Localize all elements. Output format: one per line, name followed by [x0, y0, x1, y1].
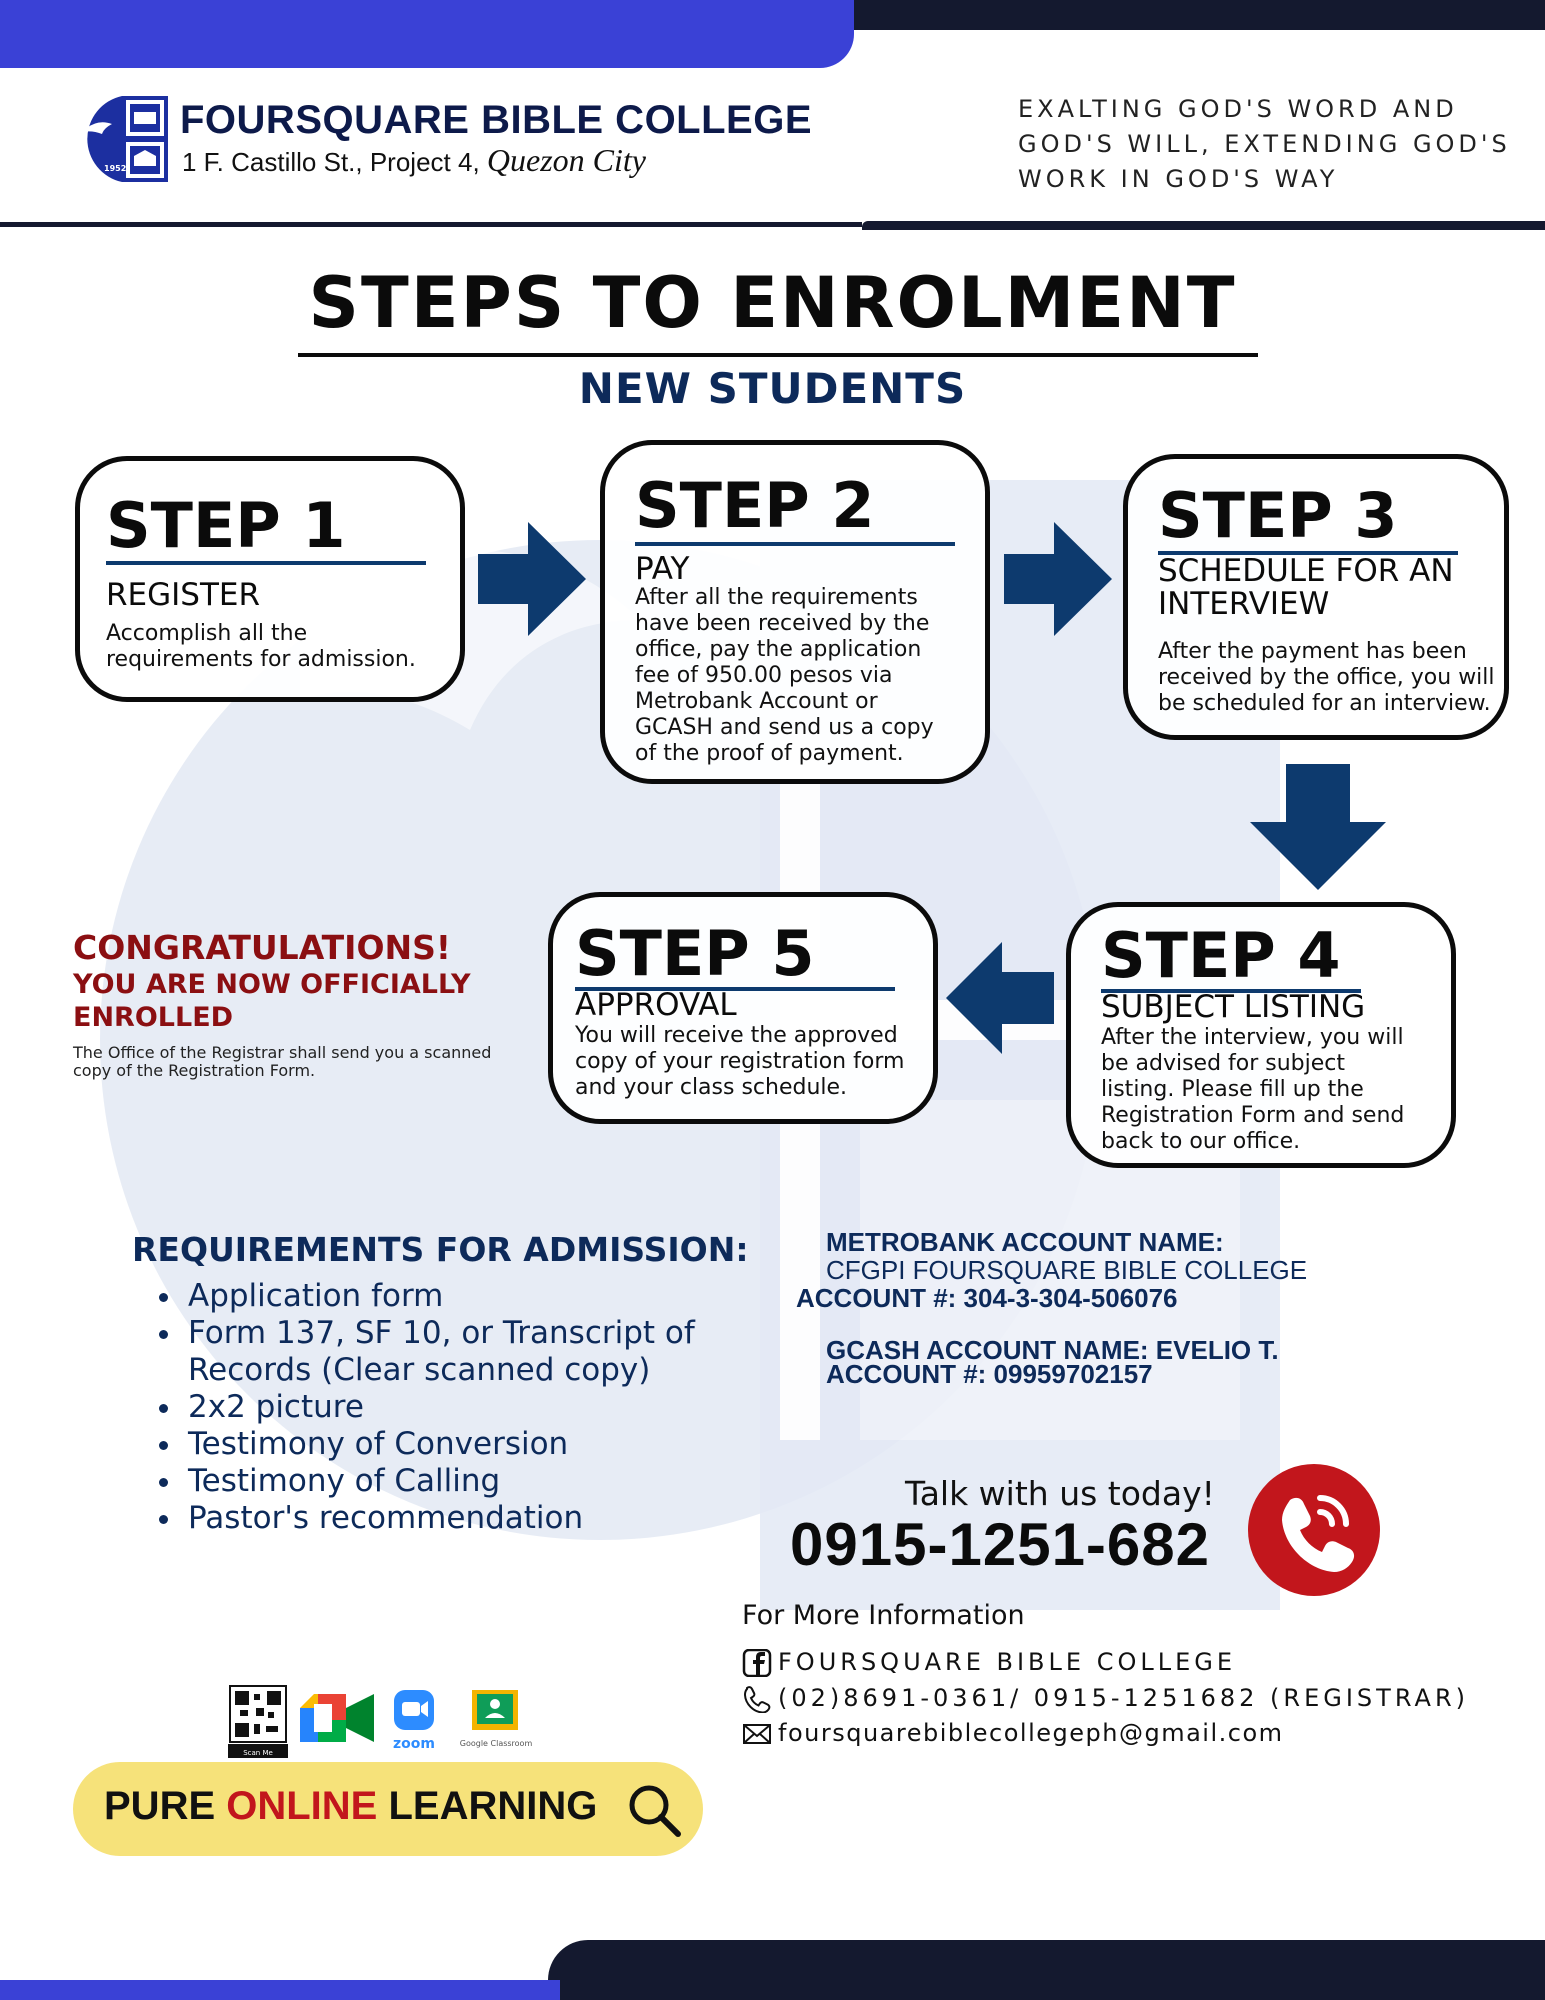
facebook-name: FOURSQUARE BIBLE COLLEGE — [778, 1648, 1237, 1676]
step-4-card: STEP 4 SUBJECT LISTING After the intervi… — [1066, 902, 1456, 1168]
app-icons-row: Scan Me zoom Google Classroom — [228, 1685, 533, 1758]
facebook-icon — [742, 1649, 772, 1677]
metrobank-account: ACCOUNT #: 304-3-304-506076 — [796, 1283, 1178, 1313]
college-logo — [82, 96, 168, 182]
bottom-bar-blue — [0, 1980, 560, 2000]
mail-icon — [743, 1724, 771, 1744]
motto-line: EXALTING GOD'S WORD AND — [1018, 95, 1458, 123]
step-heading: PAY — [635, 551, 690, 587]
congrats-title: CONGRATULATIONS! — [73, 928, 451, 967]
zoom-icon — [394, 1690, 434, 1730]
logo-year: 1952 — [104, 164, 127, 173]
phone-icon — [1282, 1495, 1355, 1572]
step-description: Accomplish all the requirements for admi… — [106, 621, 416, 672]
motto-line: GOD'S WILL, EXTENDING GOD'S — [1018, 130, 1511, 158]
list-item: Form 137, SF 10, or Transcript of Record… — [184, 1315, 744, 1389]
arrow-right-icon — [478, 522, 586, 636]
phone-number[interactable]: 0915-1251-682 — [790, 1511, 1211, 1578]
phone-contact[interactable]: (02)8691-0361/ 0915-1251682 (REGISTRAR) — [742, 1684, 1469, 1713]
congrats-note: The Office of the Registrar shall send y… — [73, 1043, 492, 1080]
banner-word-learning: LEARNING — [377, 1784, 598, 1828]
telephone-icon — [743, 1686, 771, 1713]
step-heading: SCHEDULE FOR AN INTERVIEW — [1158, 553, 1454, 623]
requirements-list: Application form Form 137, SF 10, or Tra… — [150, 1278, 744, 1537]
step-2-card: STEP 2 PAY After all the requirements ha… — [600, 440, 990, 784]
requirements-title: REQUIREMENTS FOR ADMISSION: — [132, 1230, 749, 1269]
arrow-right-icon — [1004, 522, 1112, 636]
congrats-subtitle: YOU ARE NOW OFFICIALLY ENROLLED — [73, 969, 471, 1033]
talk-label: Talk with us today! — [905, 1474, 1215, 1513]
banner-word-online: ONLINE — [226, 1784, 378, 1828]
step-divider — [575, 987, 895, 991]
online-learning-text: PURE ONLINE LEARNING — [104, 1784, 597, 1829]
classroom-label: Google Classroom — [460, 1739, 533, 1748]
bottom-bar-dark — [548, 1940, 1545, 2000]
step-number: STEP 3 — [1158, 479, 1398, 552]
step-number: STEP 4 — [1101, 919, 1341, 992]
step-number: STEP 5 — [575, 917, 815, 990]
step-divider — [1158, 551, 1458, 555]
title-underline — [298, 353, 1258, 357]
header-divider — [0, 222, 862, 227]
arrow-left-icon — [946, 942, 1054, 1054]
metrobank-label: METROBANK ACCOUNT NAME: — [826, 1227, 1224, 1257]
facebook-contact[interactable]: FOURSQUARE BIBLE COLLEGE — [742, 1648, 1236, 1677]
step-divider — [635, 542, 955, 546]
motto: EXALTING GOD'S WORD AND GOD'S WILL, EXTE… — [1018, 92, 1538, 197]
step-divider — [106, 561, 426, 565]
email-address: foursquarebiblecollegeph@gmail.com — [778, 1719, 1284, 1747]
qr-label: Scan Me — [243, 1749, 273, 1757]
college-address: 1 F. Castillo St., Project 4, Quezon Cit… — [182, 142, 646, 179]
step-5-card: STEP 5 APPROVAL You will receive the app… — [548, 892, 938, 1124]
college-name: FOURSQUARE BIBLE COLLEGE — [180, 98, 813, 142]
address-city: Quezon City — [486, 142, 646, 178]
step-1-card: STEP 1 REGISTER Accomplish all the requi… — [75, 456, 465, 702]
page-title: STEPS TO ENROLMENT — [308, 262, 1237, 344]
step-number: STEP 1 — [106, 489, 346, 562]
google-meet-icon — [300, 1694, 374, 1742]
metrobank-name: CFGPI FOURSQUARE BIBLE COLLEGE — [826, 1255, 1308, 1285]
list-item: Application form — [184, 1278, 744, 1315]
address-street: 1 F. Castillo St., Project 4, — [182, 147, 480, 177]
banner-word-pure: PURE — [104, 1784, 227, 1828]
step-heading: APPROVAL — [575, 987, 737, 1023]
list-item: 2x2 picture — [184, 1389, 744, 1426]
phone-numbers: (02)8691-0361/ 0915-1251682 (REGISTRAR) — [778, 1684, 1469, 1712]
step-description: After all the requirements have been rec… — [635, 585, 934, 766]
online-learning-banner — [73, 1762, 703, 1856]
list-item: Testimony of Calling — [184, 1463, 744, 1500]
step-description: You will receive the approved copy of yo… — [575, 1023, 905, 1100]
step-number: STEP 2 — [635, 469, 875, 542]
top-bar-blue — [0, 0, 854, 68]
more-info-label: For More Information — [742, 1600, 1025, 1631]
step-heading: SUBJECT LISTING — [1101, 989, 1366, 1025]
gcash-name: GCASH ACCOUNT NAME: EVELIO T. — [826, 1335, 1279, 1365]
zoom-label: zoom — [393, 1736, 435, 1752]
arrow-down-icon — [1250, 764, 1386, 890]
step-description: After the interview, you will be advised… — [1101, 1025, 1405, 1154]
list-item: Testimony of Conversion — [184, 1426, 744, 1463]
page-subtitle: NEW STUDENTS — [578, 364, 967, 413]
header-divider-thick — [862, 221, 1545, 230]
step-heading: REGISTER — [106, 577, 261, 613]
step-divider — [1101, 989, 1361, 993]
phone-call-button[interactable] — [1248, 1464, 1380, 1596]
gcash-account: ACCOUNT #: 09959702157 — [826, 1359, 1153, 1389]
step-3-card: STEP 3 SCHEDULE FOR AN INTERVIEW After t… — [1123, 454, 1509, 740]
search-icon[interactable] — [624, 1780, 684, 1840]
google-classroom-icon — [472, 1690, 518, 1730]
qr-code-icon — [228, 1685, 288, 1758]
motto-line: WORK IN GOD'S WAY — [1018, 165, 1339, 193]
email-contact[interactable]: foursquarebiblecollegeph@gmail.com — [742, 1719, 1284, 1748]
step-description: After the payment has been received by t… — [1158, 639, 1495, 716]
list-item: Pastor's recommendation — [184, 1500, 744, 1537]
